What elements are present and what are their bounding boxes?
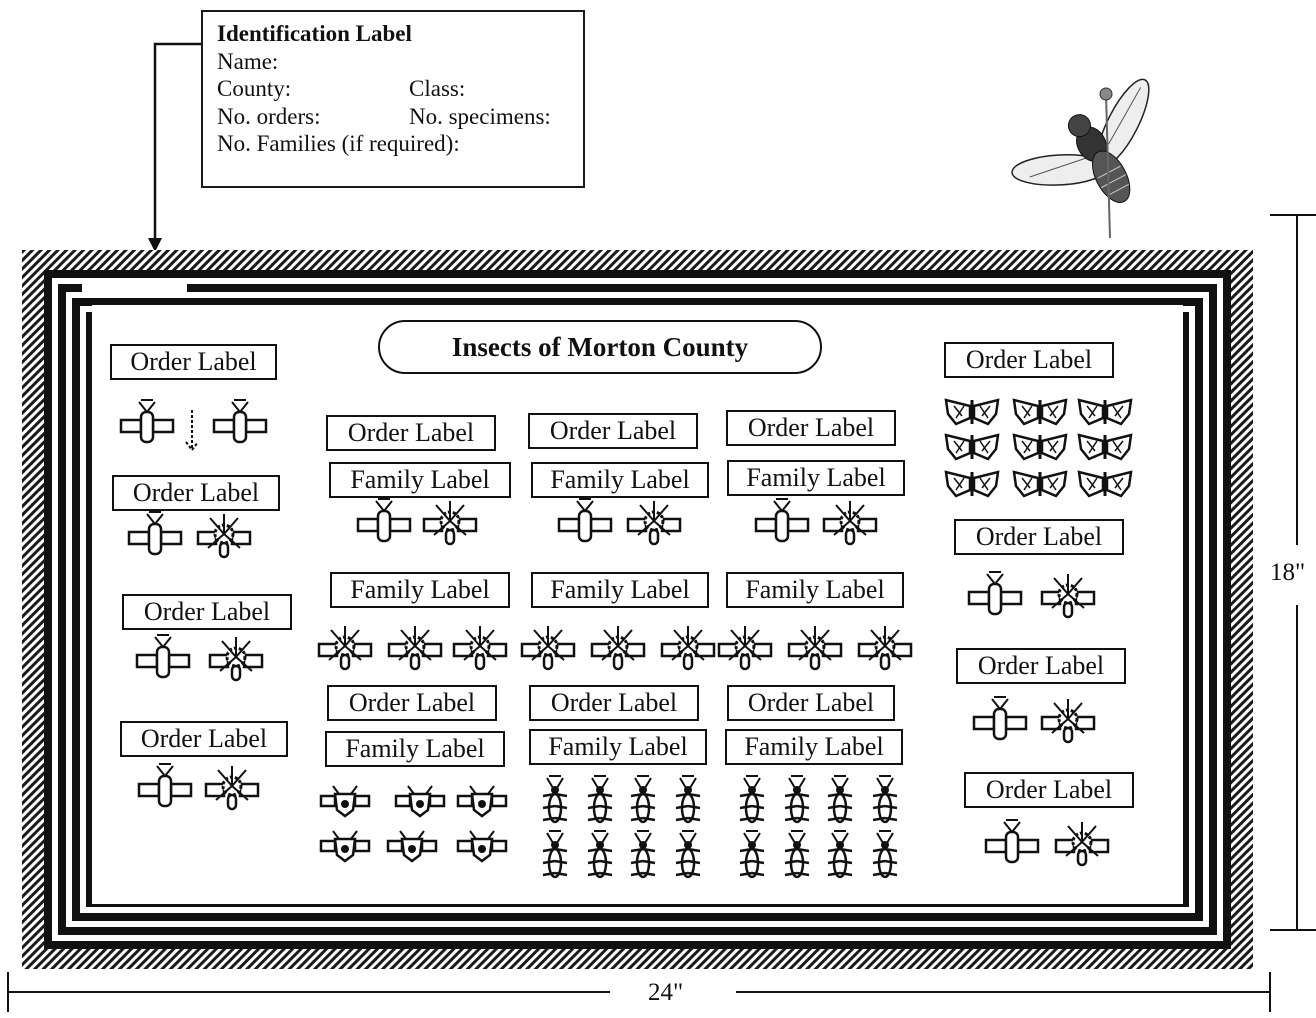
order-label: Order Label [954, 519, 1124, 555]
width-dimension-line [8, 972, 1270, 1012]
county-field-label: County: [217, 75, 409, 103]
order-label: Order Label [726, 410, 896, 446]
order-label: Order Label [326, 415, 496, 451]
family-label: Family Label [725, 729, 903, 765]
specimens-field-label: No. specimens: [409, 103, 551, 131]
order-label: Order Label [727, 685, 895, 721]
identification-label-title: Identification Label [217, 20, 583, 48]
order-label: Order Label [110, 344, 277, 380]
identification-label: Identification Label Name: County: Class… [201, 10, 585, 188]
family-label: Family Label [727, 460, 905, 496]
order-label: Order Label [120, 721, 288, 757]
family-label: Family Label [529, 729, 707, 765]
family-label: Family Label [329, 462, 511, 498]
family-label: Family Label [330, 572, 510, 608]
order-label: Order Label [529, 685, 699, 721]
family-label: Family Label [325, 731, 505, 767]
class-field-label: Class: [409, 75, 465, 103]
pinned-fly-icon [1020, 80, 1180, 240]
order-label: Order Label [528, 413, 698, 449]
order-label: Order Label [112, 475, 280, 511]
order-label: Order Label [122, 594, 292, 630]
orders-field-label: No. orders: [217, 103, 409, 131]
family-label: Family Label [726, 572, 904, 608]
family-label: Family Label [531, 572, 709, 608]
order-label: Order Label [956, 648, 1126, 684]
height-dimension-label: 18" [1266, 558, 1309, 588]
order-label: Order Label [944, 342, 1114, 378]
order-label: Order Label [964, 772, 1134, 808]
width-dimension-label: 24" [640, 978, 691, 1008]
name-field-label: Name: [217, 48, 583, 76]
order-label: Order Label [327, 685, 497, 721]
families-field-label: No. Families (if required): [217, 130, 583, 158]
family-label: Family Label [531, 462, 709, 498]
case-title: Insects of Morton County [378, 320, 822, 374]
